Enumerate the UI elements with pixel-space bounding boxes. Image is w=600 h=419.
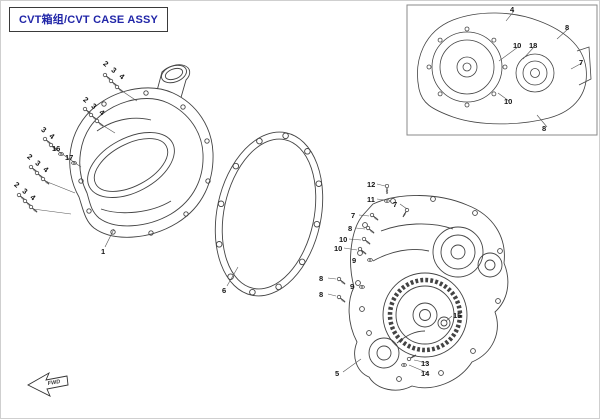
- callout-label: 18: [529, 41, 538, 50]
- callout-label: 7: [579, 58, 584, 67]
- callout-label: 17: [65, 153, 74, 162]
- leader-lines: [32, 88, 453, 374]
- callout-label: 9: [352, 256, 357, 265]
- callout-label: 8: [542, 124, 547, 133]
- callout-label: 7: [351, 211, 356, 220]
- callout-label: 4: [510, 5, 515, 14]
- gasket-drawing: [214, 131, 324, 297]
- callout-label: 14: [421, 369, 430, 378]
- callout-label: 6: [222, 286, 227, 295]
- cvt-cover-drawing: [69, 64, 214, 238]
- fwd-label: FWD: [47, 379, 60, 387]
- callout-label: 10: [334, 244, 343, 253]
- callout-label: 8: [319, 274, 324, 283]
- page-title-box: CVT箱组/CVT CASE ASSY: [9, 7, 169, 32]
- fwd-arrow-icon: FWD: [27, 371, 69, 397]
- callout-label: 10: [339, 235, 348, 244]
- callout-label: 5: [335, 369, 340, 378]
- callout-label: 10: [513, 41, 522, 50]
- callout-label: 8: [319, 290, 324, 299]
- callout-label: 10: [504, 97, 513, 106]
- callout-label: 9: [350, 282, 355, 291]
- callout-label: 1: [101, 247, 106, 256]
- callout-label: 7: [393, 200, 398, 209]
- callout-label: 8: [348, 224, 353, 233]
- inset-assembled-view: [406, 4, 598, 136]
- callout-label: 16: [52, 144, 61, 153]
- callout-label: 13: [421, 359, 430, 368]
- crankcase-drawing: [348, 195, 509, 391]
- callout-label: 15: [453, 311, 462, 320]
- callout-label: 11: [367, 195, 375, 204]
- callout-label: 12: [367, 180, 376, 189]
- page-title: CVT箱组/CVT CASE ASSY: [19, 14, 159, 26]
- callout-label: 8: [565, 23, 570, 32]
